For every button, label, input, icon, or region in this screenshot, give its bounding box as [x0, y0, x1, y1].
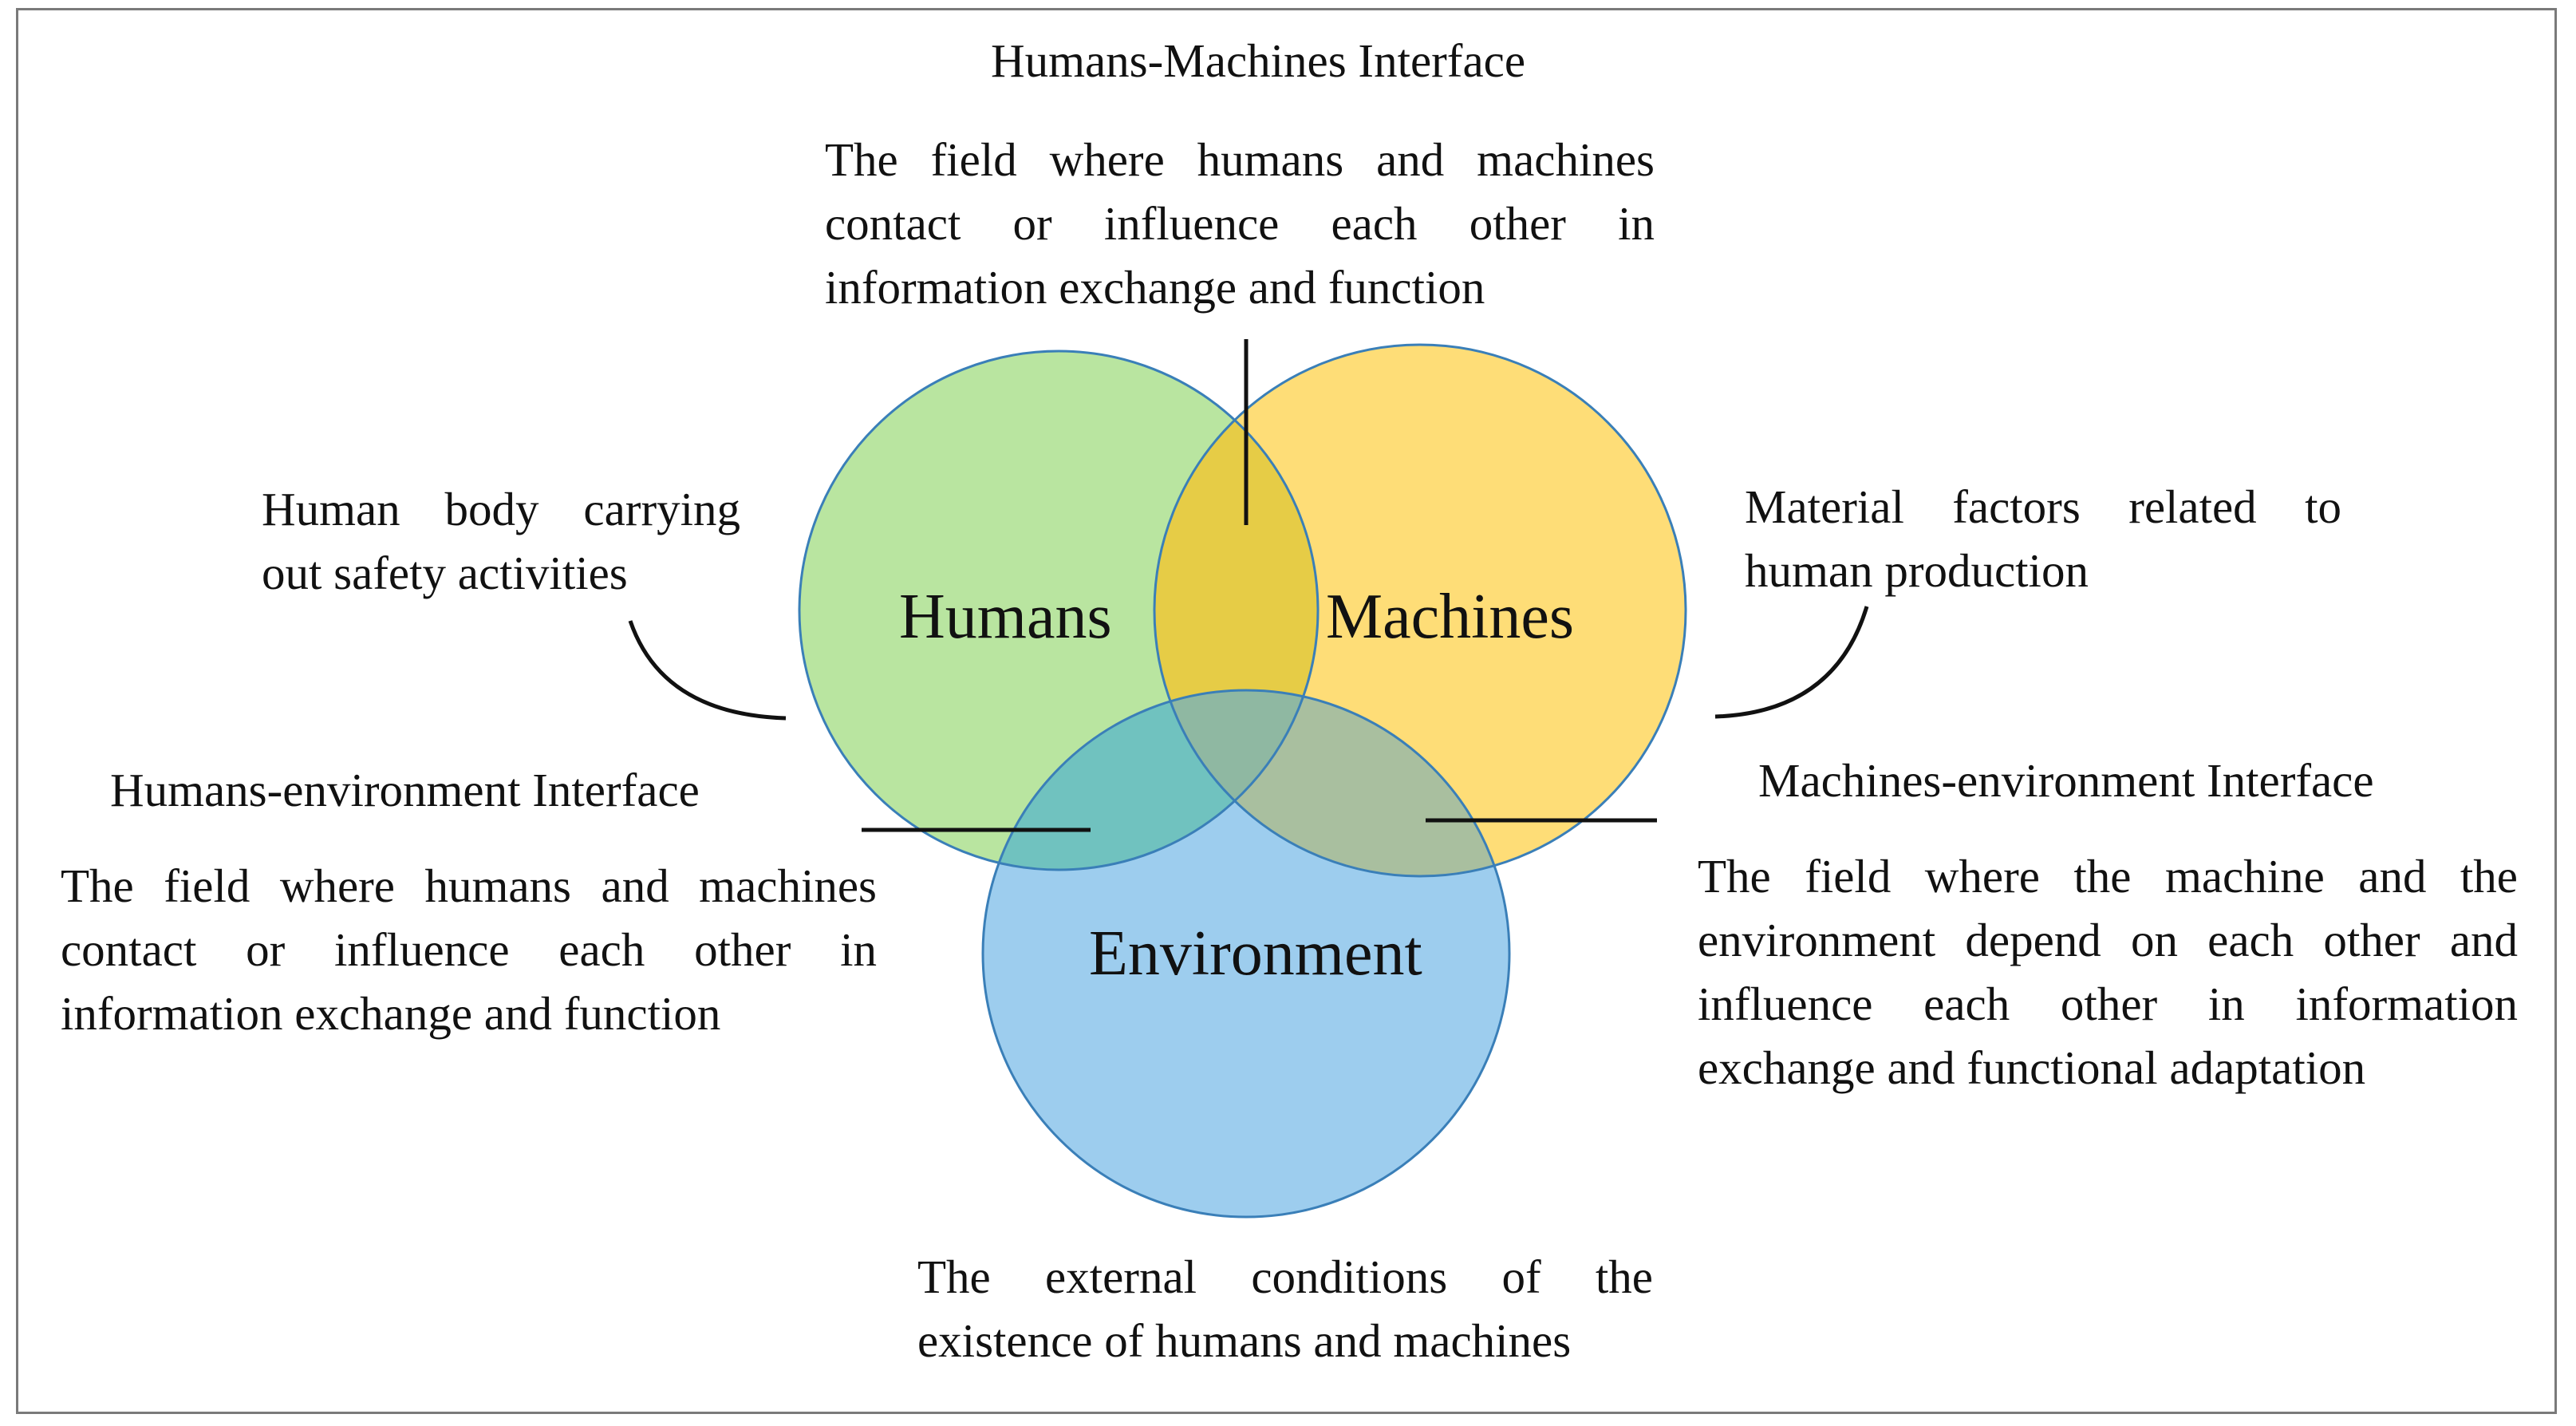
environment-circle-outline: [981, 689, 1511, 1219]
humans-description: Human body carrying out safety activitie…: [262, 477, 740, 605]
he-interface-title: Humans-environment Interface: [110, 764, 700, 816]
machines-description: Material factors related to human produc…: [1745, 475, 2341, 602]
machines-environment-overlap: [1154, 690, 1509, 876]
machines-leader-curve: [1714, 606, 1869, 719]
hm-desc-line: information exchange and function: [825, 261, 1485, 314]
environment-description: The external conditions of the existence…: [917, 1245, 1653, 1373]
he-desc-line: information exchange and function: [61, 987, 721, 1040]
he-desc-line: The field where humans and machines: [61, 859, 877, 912]
humans-circle-outline: [798, 350, 1320, 871]
machines-desc-line: human production: [1745, 544, 2089, 597]
me-desc-line: environment depend on each other and: [1698, 914, 2518, 966]
hm-desc-line: contact or influence each other in: [825, 197, 1655, 250]
hm-desc-line: The field where humans and machines: [825, 133, 1655, 186]
hm-interface-title: Humans-Machines Interface: [991, 34, 1526, 87]
env-desc-line: The external conditions of the: [917, 1250, 1653, 1303]
humans-environment-overlap: [983, 690, 1318, 870]
environment-label: Environment: [1089, 918, 1422, 989]
machines-circle-outline: [1153, 343, 1687, 878]
humans-desc-line: out safety activities: [262, 547, 628, 599]
env-desc-line: existence of humans and machines: [917, 1314, 1572, 1367]
machines-desc-line: Material factors related to: [1745, 480, 2341, 533]
me-desc-line: The field where the machine and the: [1698, 850, 2518, 903]
humans-leader-curve: [628, 620, 787, 721]
he-interface-description: The field where humans and machines cont…: [61, 854, 877, 1045]
he-desc-line: contact or influence each other in: [61, 923, 877, 976]
me-interface-title: Machines-environment Interface: [1758, 754, 2374, 807]
me-desc-line: exchange and functional adaptation: [1698, 1041, 2366, 1094]
hm-interface-description: The field where humans and machines cont…: [825, 128, 1655, 319]
humans-desc-line: Human body carrying: [262, 483, 740, 535]
me-interface-description: The field where the machine and the envi…: [1698, 844, 2518, 1100]
machines-label: Machines: [1326, 582, 1575, 652]
me-desc-line: influence each other in information: [1698, 978, 2518, 1030]
humans-label: Humans: [899, 582, 1112, 652]
